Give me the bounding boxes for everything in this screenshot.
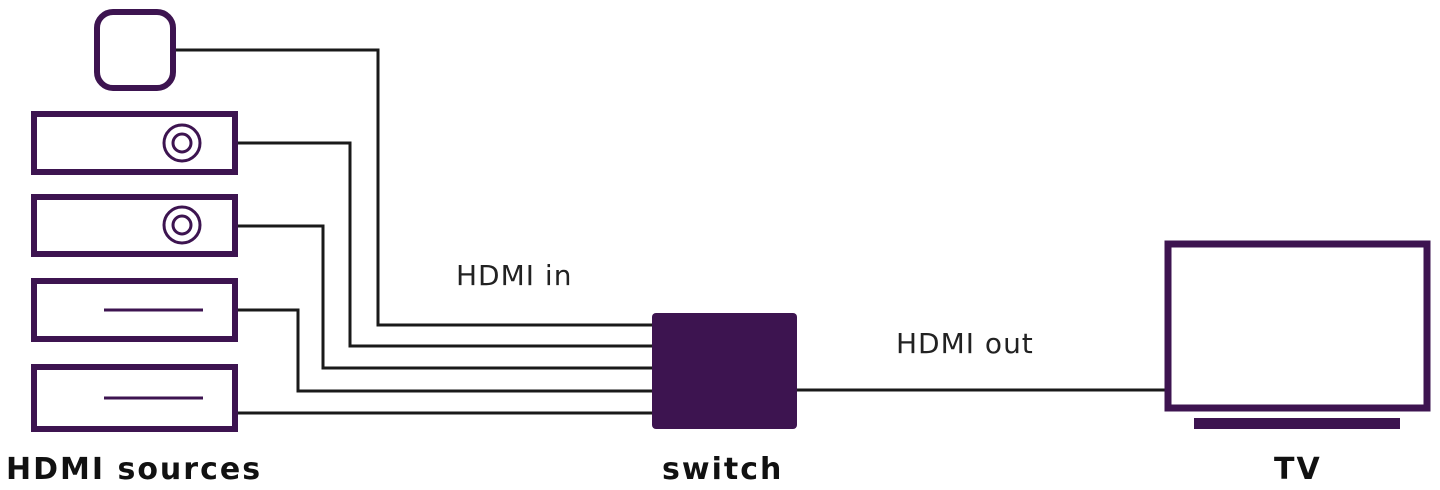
sources-label: HDMI sources — [6, 452, 262, 487]
hdmi-in-label: HDMI in — [456, 259, 572, 292]
hdmi-sources — [31, 9, 238, 432]
tv-label: TV — [1274, 452, 1322, 487]
disc-player-icon — [31, 194, 238, 257]
cable-disc-player-1 — [238, 141, 652, 348]
disc-player-icon — [31, 111, 238, 175]
hdmi-in-cables — [176, 48, 652, 415]
hdmi-out-label: HDMI out — [896, 327, 1034, 360]
cable-set-top-box-1 — [238, 308, 652, 393]
switch-box-icon — [652, 313, 797, 429]
cable-disc-player-2 — [238, 224, 652, 370]
tv-icon — [1164, 240, 1431, 429]
cable-streaming-stick — [176, 48, 652, 327]
switch-label: switch — [662, 452, 783, 487]
set-top-box-icon — [31, 364, 238, 432]
set-top-box-icon — [31, 278, 238, 342]
streaming-stick-icon — [94, 9, 176, 91]
